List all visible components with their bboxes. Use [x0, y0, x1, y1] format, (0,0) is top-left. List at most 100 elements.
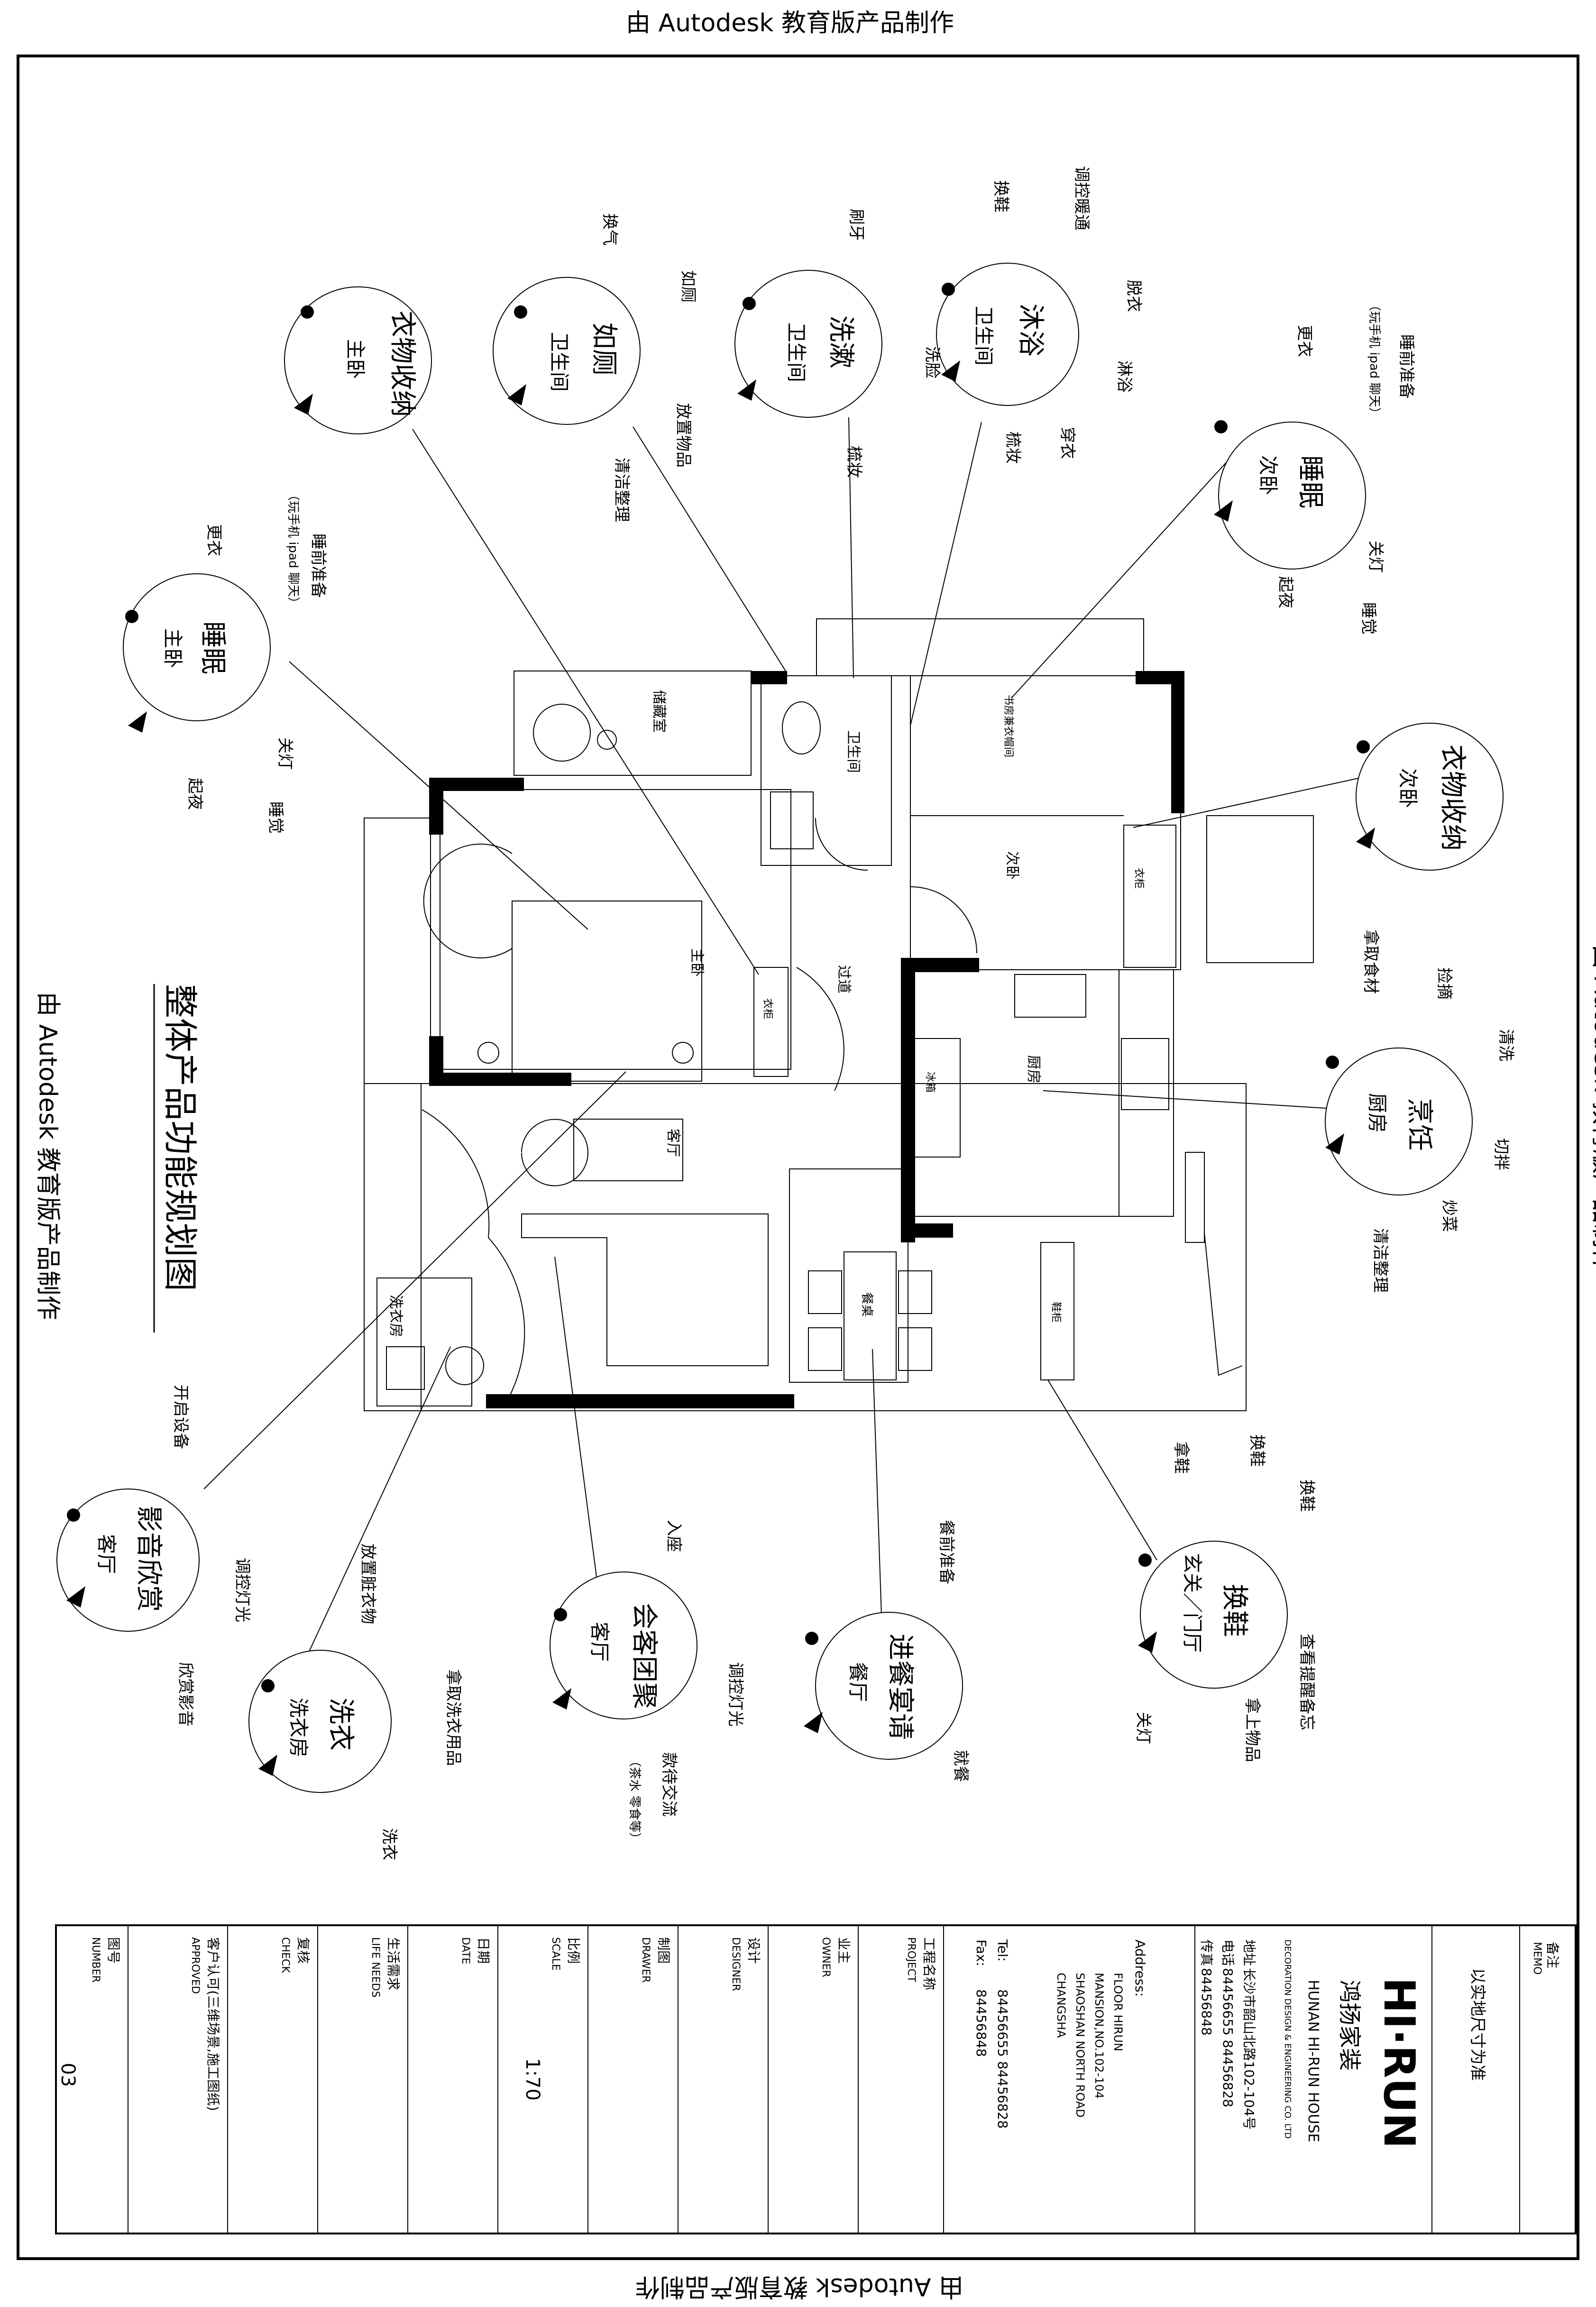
label-text: 84456848	[1199, 1968, 1214, 2036]
label-text: 传真	[1199, 1939, 1214, 1966]
label-text: 睡前准备	[1397, 334, 1416, 399]
label-text: 餐厅	[846, 1662, 870, 1702]
label-text: SHAOSHAN NORTH ROAD	[1073, 1973, 1087, 2118]
label-text: 梳妆	[844, 446, 863, 478]
label-text: 起夜	[185, 778, 204, 810]
label-text: 主卧	[161, 628, 184, 668]
label-text: 进餐宴请	[885, 1634, 916, 1740]
room-label-study: 书房兼衣帽间	[1002, 695, 1014, 757]
label-text: 制图	[656, 1937, 671, 1964]
label-text: 款待交流	[660, 1752, 679, 1817]
label-text: OWNER	[820, 1937, 832, 1977]
label-text: 调控灯光	[726, 1662, 745, 1727]
label-text: 客户认可(三维场景,施工图纸)	[205, 1937, 221, 2111]
label-text: 图号	[106, 1937, 121, 1964]
label-text: 洗脸	[923, 346, 942, 378]
label-text: 如厕	[588, 322, 619, 376]
label-text: 睡觉	[266, 801, 285, 834]
label-text: 比例	[566, 1937, 581, 1964]
room-label-dining-table: 餐桌	[860, 1292, 874, 1317]
label-text: 烹饪	[1404, 1098, 1435, 1151]
label-text: 脱衣	[1124, 280, 1143, 312]
room-label-fridge: 冰箱	[924, 1072, 936, 1093]
label-text: 睡前准备	[309, 533, 328, 598]
label-text: 衣物收纳	[1437, 744, 1468, 851]
label-text: 换气	[600, 213, 619, 246]
label-text: CHANGSHA	[1055, 1973, 1068, 2038]
label-text: 洗漱	[826, 315, 856, 368]
label-text: 会客团聚	[629, 1603, 660, 1709]
label-text: 卫生间	[972, 306, 995, 366]
room-label-hall: 过道	[835, 965, 852, 993]
label-text: 炒菜	[1440, 1200, 1458, 1232]
label-text: 长沙市韶山北路102-104号	[1241, 1968, 1257, 2130]
label-text: （茶水 零食等）	[627, 1755, 642, 1845]
room-label-laundry: 洗衣房	[387, 1295, 404, 1337]
label-text: DESIGNER	[730, 1937, 742, 1991]
function-bubbles: 睡眠 主卧 更衣 睡前准备 （玩手机 ipad 聊天） 关灯 睡觉 起夜 衣物收…	[57, 166, 1515, 1860]
label-text: 客厅	[588, 1622, 611, 1662]
label-text: 业主	[836, 1937, 852, 1964]
label-text: 客厅	[95, 1534, 118, 1574]
label-text: 地址	[1241, 1939, 1257, 1966]
label-text: LIFE NEEDS	[369, 1937, 381, 1997]
bubble-av: 影音欣赏 客厅 开启设备 调控灯光 欣赏影音	[57, 1385, 252, 1727]
room-label-master: 主卧	[688, 948, 705, 977]
label-text: Fax:	[973, 1939, 989, 1967]
label-text: 更衣	[1295, 325, 1314, 357]
bubble-master-sleep: 睡眠 主卧 更衣 睡前准备 （玩手机 ipad 聊天） 关灯 睡觉 起夜	[123, 488, 328, 834]
bubble-second-sleep: 睡眠 次卧 更衣 睡前准备 （玩手机 ipad 聊天） 关灯 睡觉 起夜	[1214, 299, 1416, 634]
company-cn: 鸿扬家装	[1336, 1980, 1363, 2071]
memo-text: 以实地尺寸为准	[1468, 1968, 1487, 2081]
label-text: 洗衣	[325, 1698, 356, 1751]
label-text: 生活需求	[385, 1937, 401, 1990]
room-label-storage: 储藏室	[651, 690, 667, 733]
label-text: 换鞋	[991, 180, 1010, 212]
label-text: 厨房	[1366, 1093, 1389, 1133]
label-text: 影音欣赏	[133, 1506, 164, 1612]
label-text: MANSION,NO.102-104	[1092, 1973, 1106, 2099]
label-text: 就餐	[951, 1750, 970, 1782]
label-text: 入座	[664, 1520, 683, 1552]
label-text: 关灯	[275, 737, 294, 770]
label-text: （玩手机 ipad 聊天）	[1367, 299, 1381, 420]
label-text: 卫生间	[548, 332, 571, 392]
room-label-kitchen: 厨房	[1025, 1055, 1042, 1084]
scale-value: 1:70	[522, 2058, 543, 2101]
room-label-master-wardrobe: 衣柜	[761, 998, 773, 1019]
memo-en: MEMO	[1531, 1942, 1543, 1975]
room-label-bath: 卫生间	[845, 730, 862, 773]
label-text: 洗衣房	[287, 1698, 310, 1757]
leader-lines	[204, 417, 1387, 1674]
label-text: 起夜	[1276, 576, 1295, 608]
label-text: 拿鞋	[1172, 1442, 1191, 1474]
label-text: 主卧	[344, 339, 367, 379]
label-text: 84456655 84456828	[1220, 1968, 1236, 2107]
room-label-second: 次卧	[1004, 851, 1020, 880]
label-text: 切拌	[1492, 1138, 1511, 1170]
watermark-left: 由 Autodesk 教育版产品制作	[33, 992, 68, 1320]
label-text: 日期	[476, 1937, 491, 1964]
label-text: APPROVED	[189, 1937, 201, 1994]
label-text: 换鞋	[1247, 1434, 1266, 1467]
plan-title: 整体产品功能规划图	[160, 984, 200, 1291]
room-label-shoe-cabinet: 鞋柜	[1050, 1302, 1062, 1323]
bearing-walls	[429, 671, 1184, 1408]
label-text: CHECK	[279, 1937, 291, 1973]
label-text: SCALE	[550, 1937, 561, 1971]
label-text: 睡眠	[1295, 455, 1326, 508]
label-text: 放置物品	[674, 403, 693, 468]
label-text: 84456848	[973, 1989, 989, 2057]
label-text: 次卧	[1396, 768, 1420, 808]
label-text: 卫生间	[785, 322, 808, 382]
label-text: 放置脏衣物	[358, 1544, 377, 1624]
label-text: 调控灯光	[233, 1558, 252, 1622]
label-text: 衣物收纳	[387, 311, 418, 417]
label-text: 复核	[295, 1937, 311, 1964]
label-text: 梳妆	[1003, 432, 1022, 464]
company-en: HUNAN HI-RUN HOUSE	[1305, 1980, 1321, 2142]
label-text: 刷牙	[847, 209, 866, 241]
label-text: 睡觉	[1359, 602, 1378, 634]
bubble-entrance: 换鞋 玄关／门厅 拿鞋 换鞋 换鞋 查看提醒备忘 拿上物品 关灯	[1134, 1434, 1316, 1762]
